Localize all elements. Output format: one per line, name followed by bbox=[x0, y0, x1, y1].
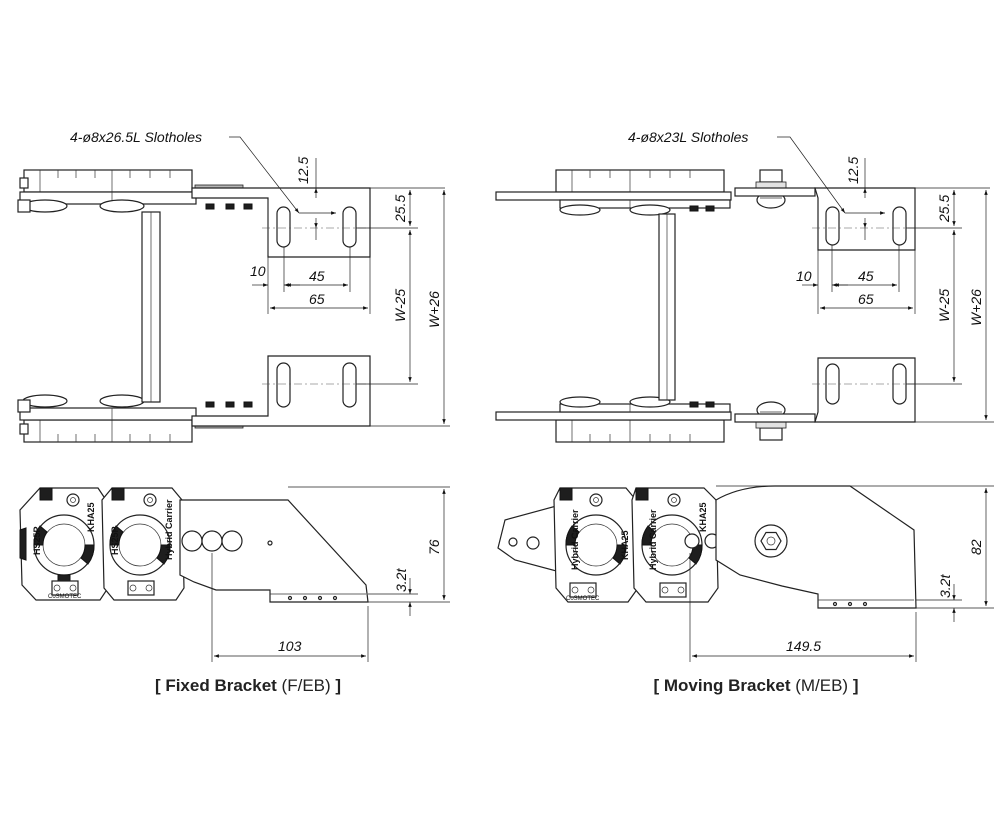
moving-dim-w-25: W-25 bbox=[936, 289, 952, 322]
fixed-dim-103: 103 bbox=[278, 638, 302, 654]
fixed-upper-chain bbox=[17, 169, 253, 213]
fixed-link1-model-b: KHA25 bbox=[86, 502, 96, 532]
fixed-slothole-note: 4-ø8x26.5L Slotholes bbox=[70, 129, 202, 145]
moving-dim-3-2t: 3.2t bbox=[937, 574, 953, 598]
moving-link2-model-b: KHA25 bbox=[698, 502, 708, 532]
moving-link1-brand: Hybrid Carrier bbox=[570, 509, 580, 570]
moving-dim-w-26: W+26 bbox=[968, 289, 984, 326]
fixed-dim-65: 65 bbox=[309, 291, 325, 307]
moving-link1-model-b: KHA25 bbox=[620, 530, 630, 560]
fixed-bracket-plate-upper bbox=[191, 187, 371, 258]
fixed-link2-brand: Hybrid Carrier bbox=[164, 499, 174, 560]
fixed-side-hole-1 bbox=[181, 530, 203, 552]
fixed-dim-25-5: 25.5 bbox=[392, 195, 408, 223]
moving-side-view: Hybrid Carrier KHA25 CoSMOTEC Hybrid Car… bbox=[497, 485, 994, 662]
moving-link2-brand: Hybrid Carrier bbox=[648, 509, 658, 570]
fixed-side-link-2: HS25P Hybrid Carrier bbox=[101, 487, 185, 601]
fixed-bracket-plate-lower bbox=[191, 355, 371, 427]
moving-side-link-1: Hybrid Carrier KHA25 CoSMOTEC bbox=[553, 487, 639, 603]
moving-lower-chain bbox=[495, 396, 732, 443]
fixed-dim-76: 76 bbox=[426, 539, 442, 555]
fixed-link1-model-a: HS25P bbox=[32, 526, 42, 555]
moving-caption: [ Moving Bracket (M/EB) ] bbox=[654, 676, 859, 695]
moving-dim-82: 82 bbox=[968, 539, 984, 555]
moving-dim-25-5: 25.5 bbox=[936, 195, 952, 223]
moving-side-link-2: Hybrid Carrier KHA25 bbox=[631, 487, 720, 603]
fixed-side-view: HS25P KHA25 CoSMOTEC HS25P Hybrid Carrie… bbox=[19, 486, 450, 662]
moving-dim-10: 10 bbox=[796, 268, 812, 284]
fixed-side-hole-2 bbox=[201, 530, 223, 552]
fixed-side-link-1: HS25P KHA25 CoSMOTEC bbox=[19, 487, 109, 601]
moving-dim-45: 45 bbox=[858, 268, 874, 284]
moving-bracket-plate-upper bbox=[812, 187, 916, 251]
moving-top-view: 4-ø8x23L Slotholes 12.5 25.5 W-25 W+26 1… bbox=[495, 129, 994, 443]
moving-upper-chain bbox=[495, 169, 732, 216]
moving-bolt-upper bbox=[734, 169, 816, 209]
moving-side-bracket-plate bbox=[715, 485, 917, 609]
fixed-side-hole-3 bbox=[221, 530, 243, 552]
fixed-dim-10: 10 bbox=[250, 263, 266, 279]
moving-bolt-lower bbox=[734, 401, 816, 441]
fixed-dim-45: 45 bbox=[309, 268, 325, 284]
fixed-caption: [ Fixed Bracket (F/EB) ] bbox=[155, 676, 341, 695]
fixed-link1-maker: CoSMOTEC bbox=[48, 594, 82, 600]
moving-dim-65: 65 bbox=[858, 291, 874, 307]
moving-side-hex-nut bbox=[760, 531, 782, 551]
fixed-top-view: 4-ø8x26.5L Slotholes 12.5 25.5 W-25 W+26… bbox=[17, 129, 450, 443]
moving-dim-12-5: 12.5 bbox=[845, 157, 861, 184]
fixed-dim-w-26: W+26 bbox=[426, 291, 442, 328]
moving-link1-maker: CoSMOTEC bbox=[566, 596, 600, 602]
fixed-dim-3-2t: 3.2t bbox=[393, 568, 409, 592]
moving-dim-149-5: 149.5 bbox=[786, 638, 821, 654]
fixed-link2-model-a: HS25P bbox=[110, 526, 120, 555]
moving-slothole-note: 4-ø8x23L Slotholes bbox=[628, 129, 748, 145]
moving-bracket-plate-lower bbox=[812, 357, 916, 423]
fixed-dim-12-5: 12.5 bbox=[295, 157, 311, 184]
fixed-side-bracket-plate bbox=[179, 499, 369, 603]
fixed-dim-w-25: W-25 bbox=[392, 289, 408, 322]
